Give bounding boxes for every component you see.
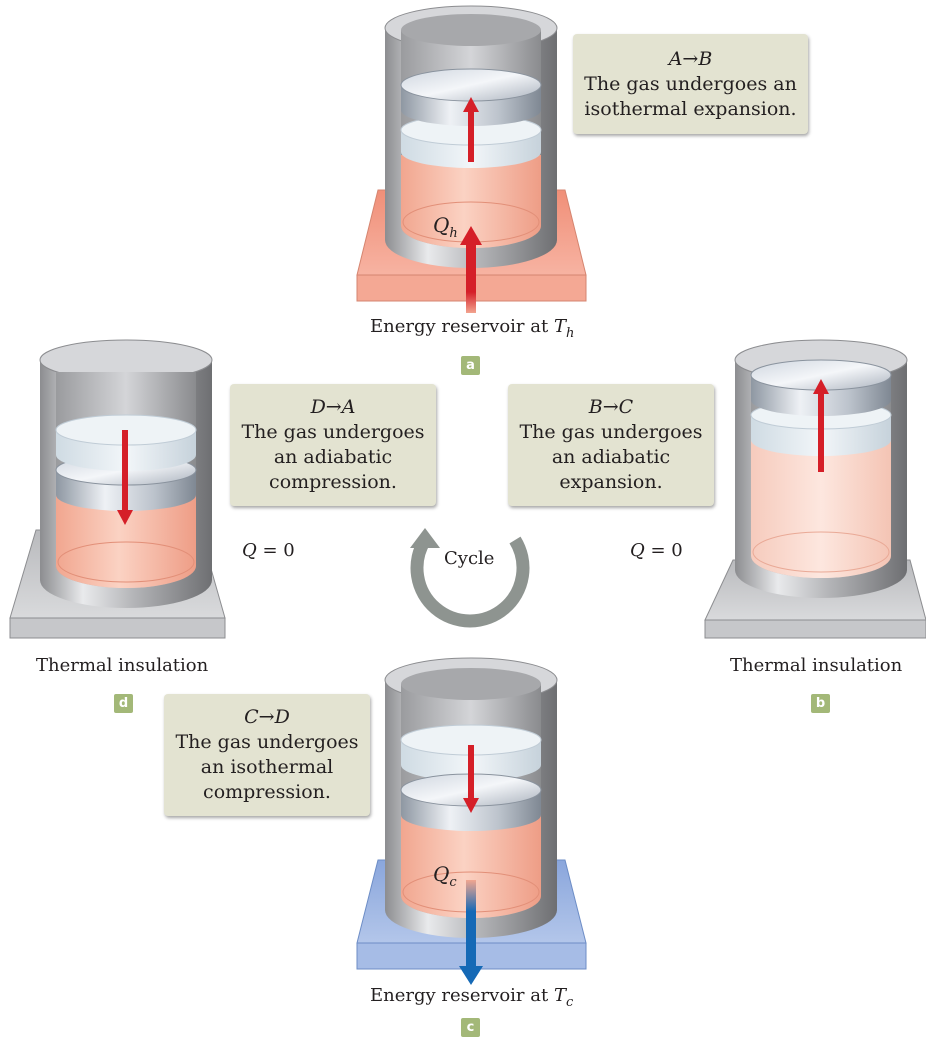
cold-reservoir-label: Energy reservoir at Tc <box>370 985 574 1010</box>
panel-c-cylinder <box>356 657 587 985</box>
heat-label-d: Q = 0 <box>242 540 295 561</box>
step-desc-d-line3: compression. <box>269 471 397 493</box>
panel-tag-b: b <box>811 694 830 713</box>
step-label-c: C→D <box>244 706 290 728</box>
step-desc-c-line2: an isothermal <box>200 756 334 778</box>
step-label-a: A→B <box>668 47 713 70</box>
hot-reservoir-label: Energy reservoir at Th <box>370 316 575 341</box>
step-label-b: B→C <box>588 396 634 418</box>
heat-in-arrow <box>466 243 476 313</box>
heat-label-qh: Qh <box>433 213 458 241</box>
panel-tag-c: c <box>461 1018 480 1037</box>
step-desc-d-line2: an adiabatic <box>273 446 393 468</box>
insulation-label-d: Thermal insulation <box>36 655 209 676</box>
step-desc-b-line1: The gas undergoes <box>519 421 703 443</box>
panel-b-cylinder <box>704 339 926 639</box>
heat-label-b: Q = 0 <box>630 540 683 561</box>
step-desc-a-line2: isothermal expansion. <box>584 97 797 120</box>
step-label-d: D→A <box>310 396 356 418</box>
panel-a-cylinder <box>356 5 587 313</box>
step-desc-b-line2: an adiabatic <box>551 446 671 468</box>
step-desc-c-line1: The gas undergoes <box>175 731 359 753</box>
insulation-label-b: Thermal insulation <box>730 655 903 676</box>
heat-label-qc: Qc <box>433 862 457 890</box>
step-box-c: C→D The gas undergoes an isothermal comp… <box>164 694 370 816</box>
panel-d-cylinder <box>9 339 226 639</box>
panel-tag-d: d <box>114 694 133 713</box>
step-desc-a-line1: The gas undergoes an <box>584 72 797 95</box>
cycle-label: Cycle <box>444 548 495 569</box>
cycle-arrow <box>410 528 530 628</box>
step-box-b: B→C The gas undergoes an adiabatic expan… <box>508 384 714 506</box>
panel-tag-a: a <box>461 356 480 375</box>
step-desc-b-line3: expansion. <box>559 471 663 493</box>
step-box-a: A→B The gas undergoes an isothermal expa… <box>573 34 808 134</box>
step-desc-c-line3: compression. <box>203 781 331 803</box>
step-desc-d-line1: The gas undergoes <box>241 421 425 443</box>
step-box-d: D→A The gas undergoes an adiabatic compr… <box>230 384 436 506</box>
heat-out-arrow <box>466 880 476 970</box>
